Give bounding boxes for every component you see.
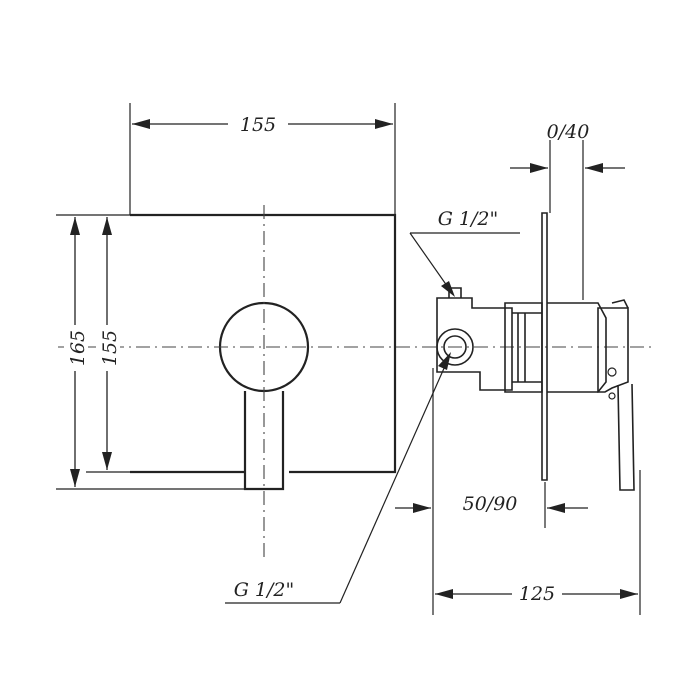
dim-wall-adjust: 0/40 — [547, 121, 590, 143]
cartridge-sleeve — [547, 302, 607, 393]
front-dimensions: 155 165 155 — [56, 103, 396, 490]
handle-lever — [243, 391, 285, 491]
inlet-outer — [436, 328, 474, 366]
inlet-inner — [443, 335, 467, 359]
thread-label-top: G 1/2" — [438, 208, 499, 230]
valve-body — [436, 297, 513, 391]
side-lever-arm — [617, 383, 635, 491]
dim-total-depth: 125 — [519, 583, 555, 605]
front-view — [58, 205, 652, 560]
side-lever — [597, 307, 629, 393]
side-view — [436, 212, 635, 491]
thread-label-bottom: G 1/2" — [234, 579, 295, 601]
side-dimensions: 0/40 50/90 125 — [395, 121, 641, 615]
dim-body-depth: 50/90 — [463, 493, 518, 515]
cover-plate — [130, 213, 397, 474]
threaded-ring — [504, 302, 543, 393]
dim-plate-height-inner: 155 — [99, 330, 121, 366]
dim-plate-height-outer: 165 — [67, 330, 89, 366]
dim-plate-width: 155 — [240, 114, 276, 136]
thread-callouts: G 1/2" G 1/2" — [225, 208, 520, 604]
